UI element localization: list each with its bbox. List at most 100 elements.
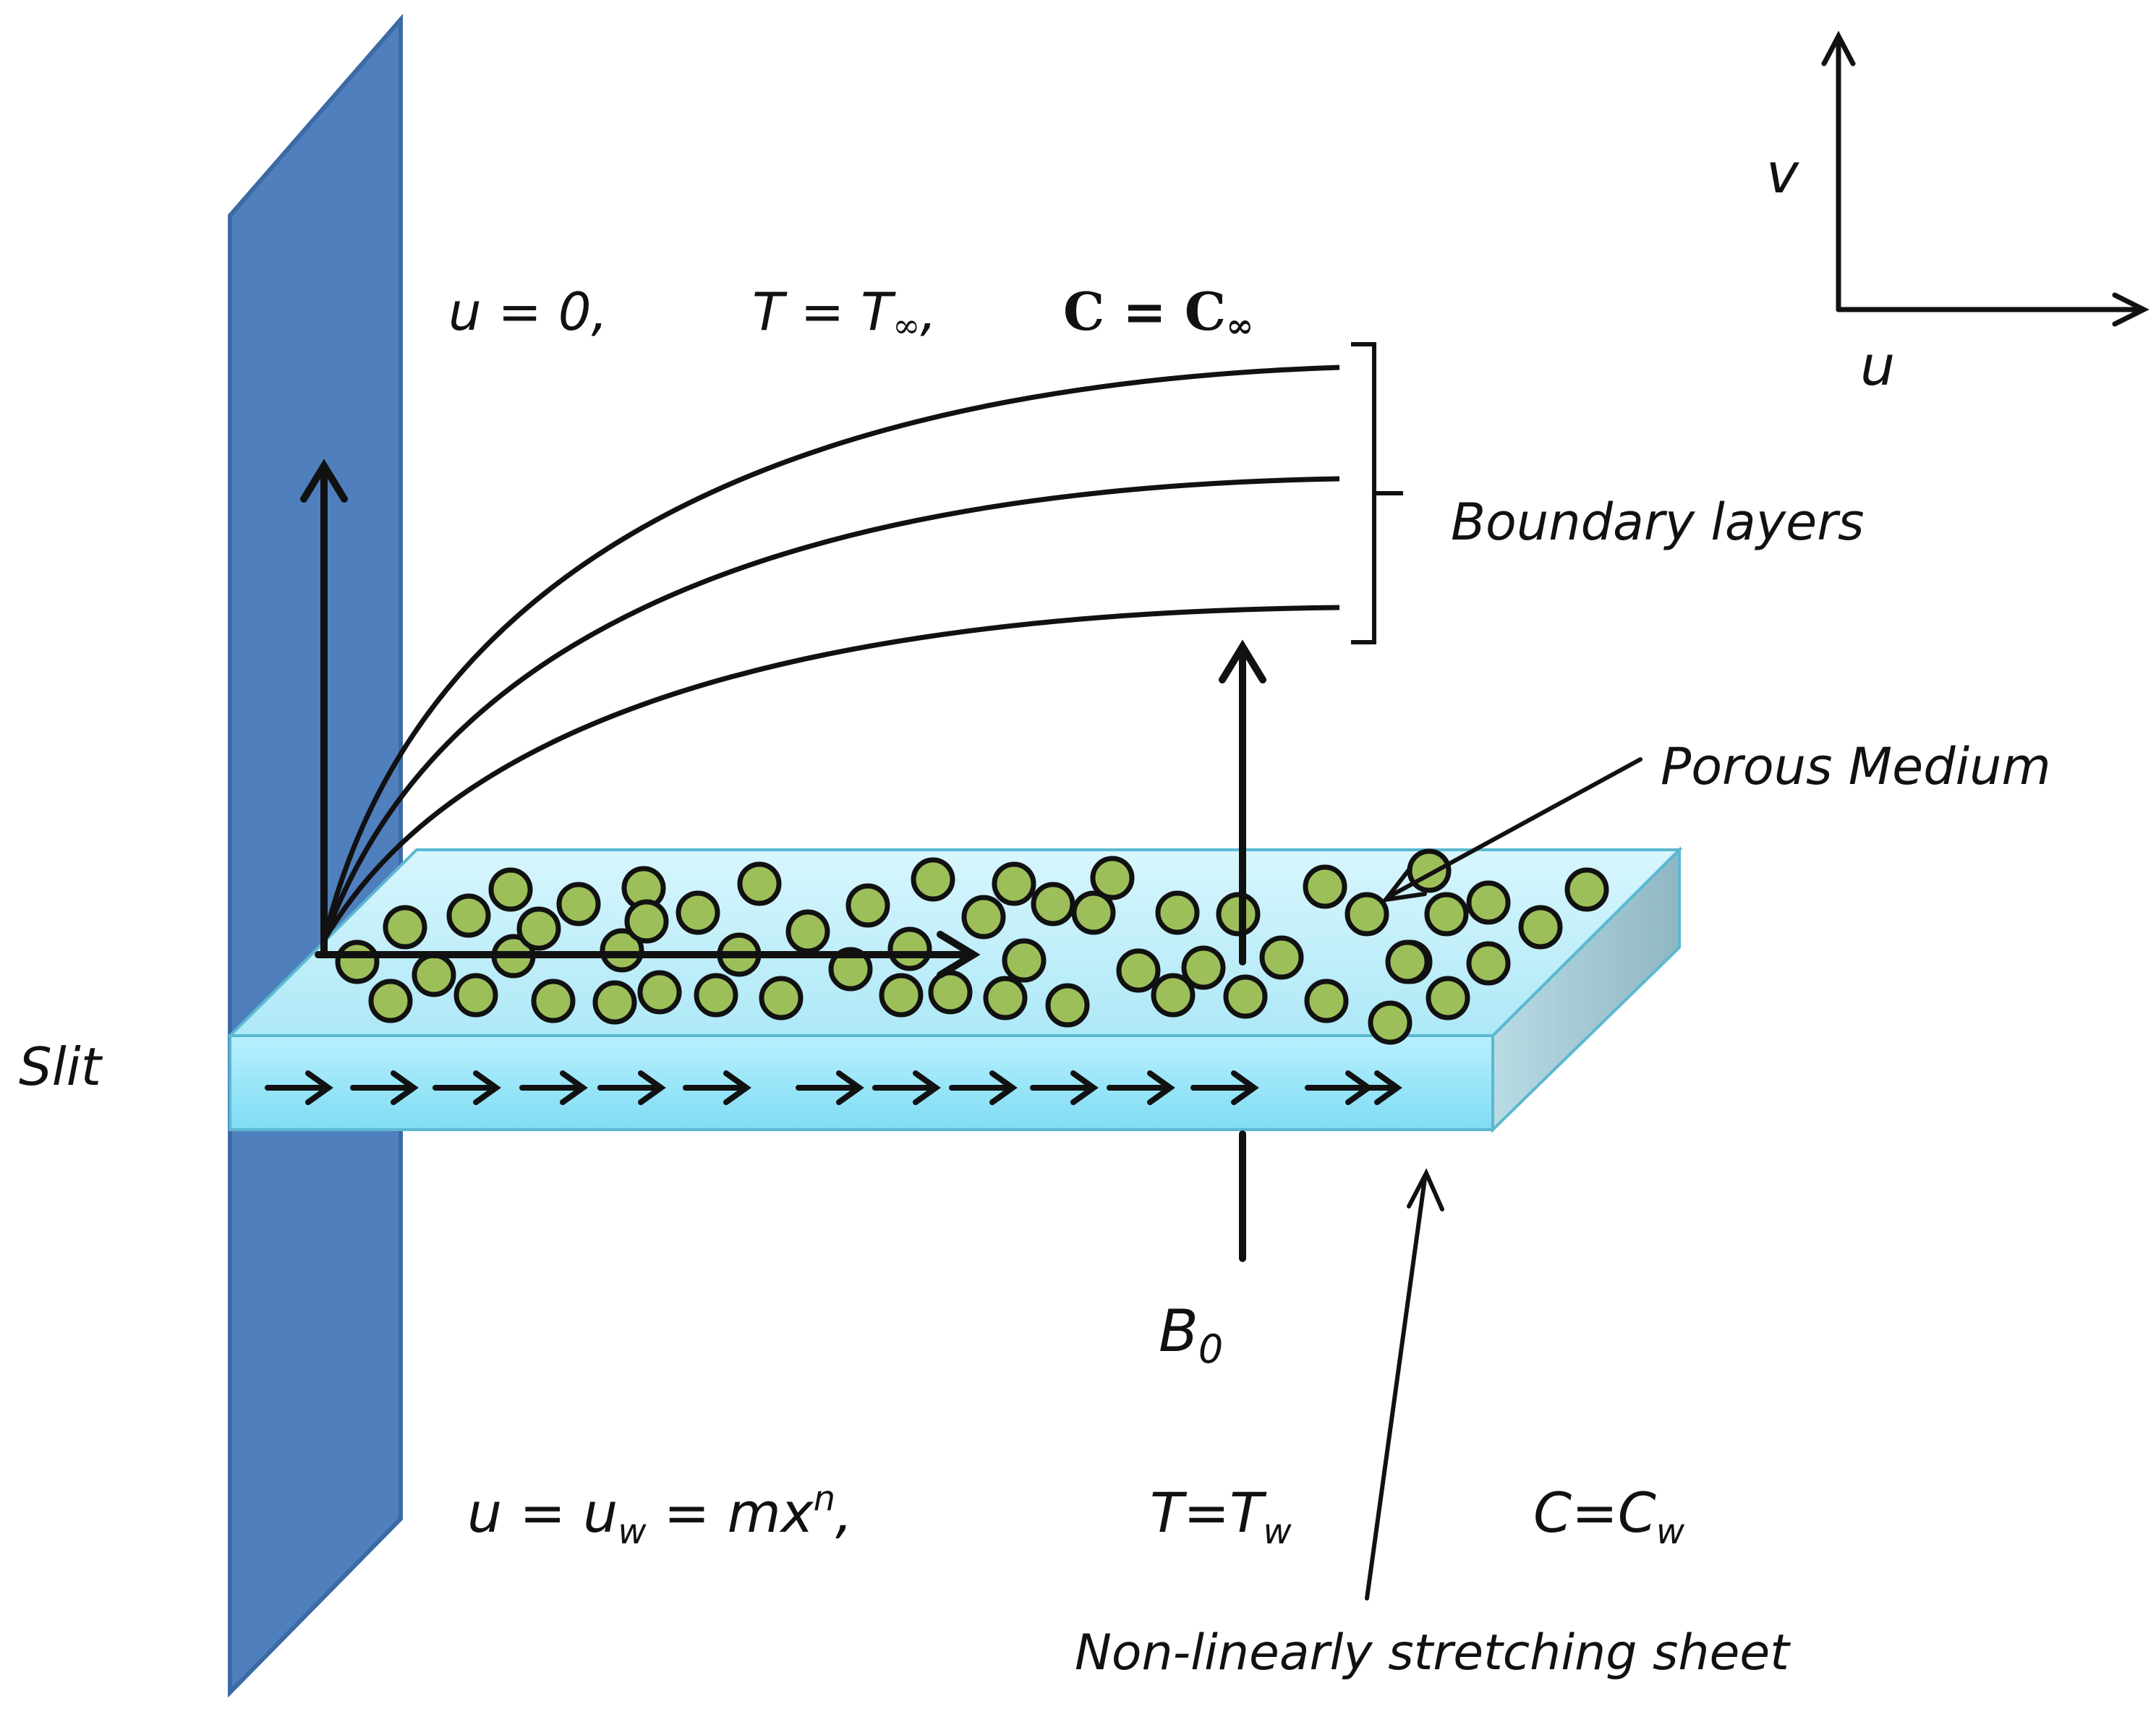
porous-particle — [1045, 983, 1090, 1028]
porous-particle — [1151, 973, 1196, 1018]
porous-particle — [1071, 890, 1116, 935]
sheet-front-face — [229, 1034, 1494, 1131]
sheet-flow-arrowhead — [836, 1070, 864, 1105]
wall-t-sub: w — [1264, 1512, 1292, 1552]
porous-particle — [383, 905, 427, 950]
stretching-sheet-label: Non-linearly stretching sheet — [1075, 1624, 1791, 1682]
porous-particle — [911, 857, 955, 902]
sheet-flow-arrowhead — [638, 1070, 666, 1105]
porous-particle — [592, 980, 637, 1025]
sheet-flow-arrowhead — [1147, 1070, 1175, 1105]
porous-particle — [1564, 867, 1609, 912]
porous-particle — [785, 909, 830, 954]
porous-particle — [453, 973, 498, 1018]
porous-particle — [1345, 892, 1389, 937]
boundary-layers-bracket — [1351, 342, 1403, 644]
porous-particle — [1368, 1000, 1413, 1045]
porous-particle — [637, 970, 682, 1015]
slit-label: Slit — [19, 1036, 103, 1097]
far-field-c-text: C = C — [1063, 281, 1226, 342]
porous-particle — [828, 947, 873, 992]
sheet-flow-arrowhead — [473, 1070, 501, 1105]
porous-particle — [879, 973, 924, 1018]
sheet-flow-arrowhead — [1231, 1070, 1259, 1105]
sheet-flow-arrowhead — [560, 1070, 588, 1105]
porous-particle — [412, 952, 456, 997]
porous-particle — [845, 883, 890, 928]
horizontal-velocity-arrowhead — [937, 931, 981, 979]
porous-particle — [1304, 979, 1349, 1023]
sheet-flow-arrowhead — [391, 1070, 419, 1105]
porous-particle — [1223, 974, 1268, 1019]
porous-particle — [1259, 935, 1304, 980]
porous-particle — [961, 895, 1006, 939]
far-field-t-tail: , — [920, 281, 937, 342]
sheet-flow-arrows — [265, 1070, 1402, 1105]
wall-u-tail: , — [835, 1480, 853, 1545]
porous-particle — [694, 973, 738, 1018]
sheet-velocity-arrows — [300, 459, 981, 979]
v-axis-label: v — [1766, 141, 1799, 205]
porous-particle — [992, 861, 1036, 906]
porous-particle — [928, 970, 973, 1015]
porous-particle — [1385, 939, 1430, 984]
field-arrowhead — [1219, 639, 1266, 683]
porous-particle — [600, 928, 644, 973]
porous-particle — [887, 926, 932, 971]
far-field-c: C = C∞ — [1063, 281, 1253, 345]
porous-particle — [335, 939, 380, 984]
porous-particle — [531, 979, 576, 1023]
far-field-t: T = T∞, — [752, 281, 937, 345]
porous-particle — [556, 882, 601, 926]
sheet-flow-arrowhead — [305, 1070, 333, 1105]
far-field-u: u = 0, — [448, 281, 608, 342]
porous-particle — [676, 890, 720, 935]
porous-particle — [516, 906, 561, 951]
sheet-flow-arrowhead — [723, 1070, 751, 1105]
stretching-sheet-leader — [1365, 1168, 1444, 1601]
magnetic-field-label: B0 — [1159, 1297, 1223, 1372]
vertical-velocity-arrowhead — [300, 459, 348, 503]
wall-t-text: T=T — [1150, 1480, 1267, 1545]
v-axis-arrowhead — [1821, 30, 1856, 67]
wall-velocity-condition: u = uw = mxn, — [467, 1478, 853, 1552]
magnetic-field-letter: B — [1159, 1297, 1198, 1365]
porous-particle — [368, 979, 413, 1023]
far-field-t-sub: ∞ — [892, 306, 920, 345]
wall-c-text: C=C — [1533, 1480, 1656, 1545]
wall-u-sub: w — [618, 1512, 647, 1552]
porous-particle — [488, 867, 533, 912]
coordinate-axes — [1821, 30, 2149, 327]
porous-particle — [1181, 945, 1226, 990]
porous-particle — [1424, 892, 1469, 937]
boundary-layer-outer — [321, 365, 1340, 941]
porous-particle — [1090, 856, 1135, 900]
u-axis-label: u — [1860, 333, 1895, 398]
sheet-flow-arrowhead — [989, 1070, 1018, 1105]
porous-particle — [1155, 890, 1200, 935]
porous-particle — [1303, 864, 1347, 909]
porous-medium-label: Porous Medium — [1661, 737, 2051, 796]
wall-u-lhs: u = u — [467, 1480, 618, 1545]
porous-particle — [1518, 905, 1563, 950]
boundary-layer-curves — [321, 365, 1340, 942]
boundary-layer-middle — [321, 476, 1340, 942]
porous-particle — [1426, 976, 1470, 1020]
wall-u-sup: n — [814, 1478, 835, 1519]
far-field-t-text: T = T — [752, 281, 896, 342]
wall-temperature-condition: T=Tw — [1150, 1480, 1292, 1552]
magnetic-field-sub: 0 — [1198, 1326, 1223, 1372]
sheet-flow-arrowhead — [1374, 1070, 1402, 1105]
porous-medium-leader — [1381, 757, 1642, 903]
boundary-layer-inner — [321, 605, 1340, 942]
porous-particle — [624, 899, 669, 944]
porous-particle — [1466, 880, 1511, 925]
porous-particles — [335, 848, 1609, 1045]
wall-u-rhs: = mx — [647, 1480, 814, 1545]
porous-particle — [1002, 938, 1047, 983]
u-axis-arrowhead — [2112, 292, 2149, 327]
far-field-c-sub: ∞ — [1226, 306, 1253, 345]
porous-particle — [737, 861, 782, 906]
